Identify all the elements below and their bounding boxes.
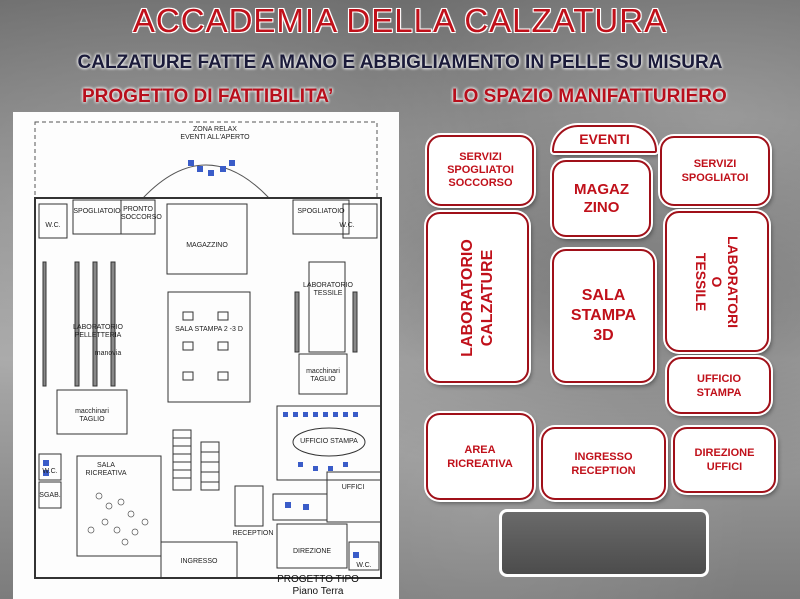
plan-label-zona-relax: ZONA RELAX EVENTI ALL'APERTO <box>180 126 250 141</box>
space-ufficio-stampa: UFFICIO STAMPA <box>667 357 771 414</box>
plan-label-wc-left: W.C. <box>45 222 61 229</box>
space-laboratorio-tessile: LABORATORI O TESSILE <box>665 211 769 352</box>
floor-plan: ZONA RELAX EVENTI ALL'APERTO SPOGLIATOIO… <box>13 112 399 599</box>
space-servizi-soccorso: SERVIZI SPOGLIATOI SOCCORSO <box>427 135 534 206</box>
plan-label-taglio-left: macchinari TAGLIO <box>75 408 109 423</box>
plan-label-magazzino: MAGAZZINO <box>186 242 228 249</box>
plan-label-spogliatoio-left: SPOGLIATOIO <box>73 208 121 215</box>
space-eventi-label: EVENTI <box>579 131 630 147</box>
space-laboratorio-calzature-label: LABORATORIO CALZATURE <box>458 238 496 357</box>
space-direzione-uffici: DIREZIONE UFFICI <box>673 427 776 493</box>
plan-label-laboratorio-tessile: LABORATORIO TESSILE <box>303 282 353 297</box>
space-laboratorio-tessile-label: LABORATORI O TESSILE <box>692 235 741 328</box>
plan-label-sala-stampa: SALA STAMPA 2 -3 D <box>175 326 243 333</box>
space-sala-stampa: SALA STAMPA 3D <box>552 249 655 383</box>
plan-label-wc-right: W.C. <box>339 222 355 229</box>
plan-label-laboratorio-pelletteria: LABORATORIO PELLETTERIA <box>73 324 123 339</box>
feasibility-heading: PROGETTO DI FATTIBILITA’ <box>82 86 334 107</box>
plan-label-uffici: UFFICI <box>341 484 365 491</box>
plan-label-ufficio-stampa: UFFICIO STAMPA <box>300 438 358 445</box>
space-servizi-soccorso-label: SERVIZI SPOGLIATOI SOCCORSO <box>447 151 514 189</box>
plan-label-reception: RECEPTION <box>232 530 274 537</box>
space-ufficio-stampa-label: UFFICIO STAMPA <box>696 372 742 399</box>
plan-label-wc-bottom-right: W.C. <box>356 562 372 569</box>
space-laboratorio-calzature: LABORATORIO CALZATURE <box>426 212 529 383</box>
empty-gray-box <box>499 509 709 577</box>
space-servizi-spogliatoi-label: SERVIZI SPOGLIATOI <box>681 158 749 184</box>
plan-label-sgab: SGAB. <box>39 492 61 499</box>
space-servizi-spogliatoi: SERVIZI SPOGLIATOI <box>660 136 770 206</box>
plan-label-ingresso: INGRESSO <box>180 558 218 565</box>
space-ingresso-reception: INGRESSO RECEPTION <box>541 427 666 500</box>
space-magazzino: MAGAZ ZINO <box>552 160 651 237</box>
space-area-ricreativa-label: AREA RICREATIVA <box>447 443 513 470</box>
plan-label-direzione: DIREZIONE <box>292 548 332 555</box>
plan-caption-floor: Piano Terra <box>292 586 344 597</box>
space-sala-stampa-label: SALA STAMPA 3D <box>570 287 637 344</box>
plan-label-taglio-right: macchinari TAGLIO <box>306 368 340 383</box>
plan-label-spogliatoio-right: SPOGLIATOIO <box>297 208 345 215</box>
plan-caption-title: PROGETTO TIPO <box>277 574 359 585</box>
space-magazzino-label: MAGAZ ZINO <box>574 180 629 216</box>
space-direzione-uffici-label: DIREZIONE UFFICI <box>694 447 755 473</box>
space-ingresso-reception-label: INGRESSO RECEPTION <box>571 450 636 477</box>
plan-label-manovia: manovia <box>94 350 122 357</box>
space-eventi: EVENTI <box>552 125 657 153</box>
plan-label-wc-bottom-left: W.C. <box>42 468 58 475</box>
floor-plan-drawing <box>34 121 382 579</box>
page-subtitle: CALZATURE FATTE A MANO E ABBIGLIAMENTO I… <box>77 52 723 73</box>
plan-label-sala-ricreativa: SALA RICREATIVA <box>85 462 127 477</box>
space-area-ricreativa: AREA RICREATIVA <box>426 413 534 500</box>
plan-label-pronto-soccorso: PRONTO SOCCORSO <box>121 206 162 221</box>
page-title: ACCADEMIA DELLA CALZATURA <box>132 2 668 39</box>
manufacturing-space-heading: LO SPAZIO MANIFATTURIERO <box>452 86 727 107</box>
